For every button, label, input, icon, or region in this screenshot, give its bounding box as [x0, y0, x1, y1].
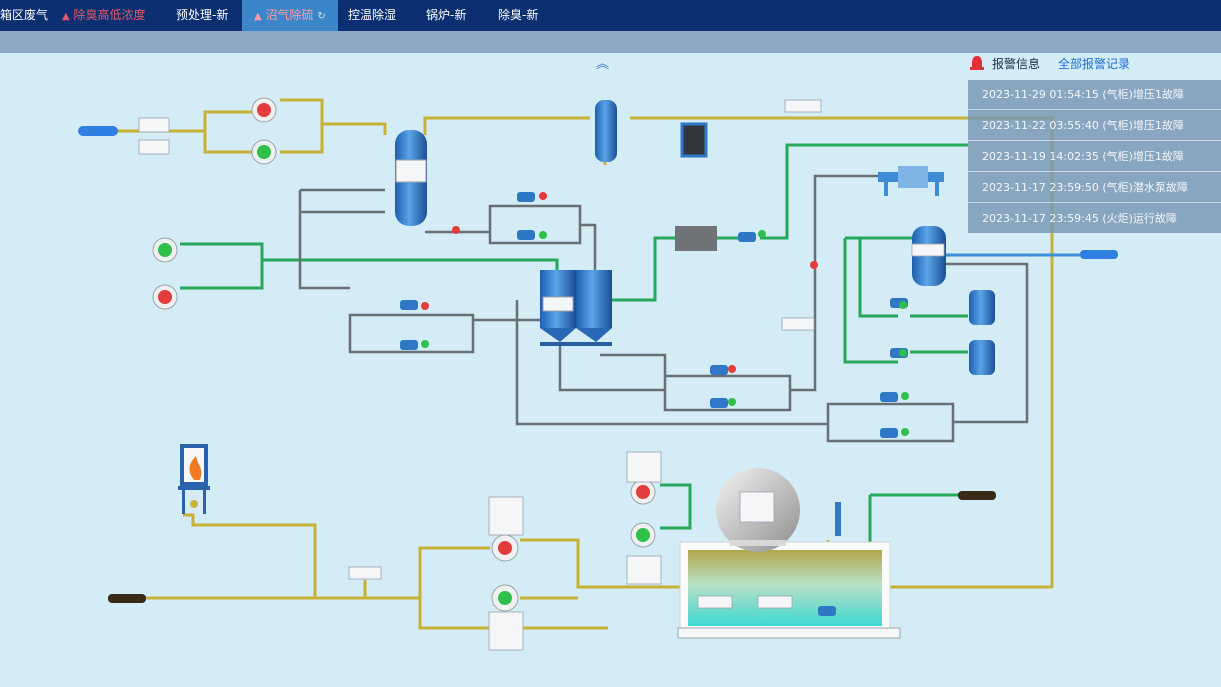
valve-indicator[interactable]	[810, 261, 818, 269]
booster-fan-1[interactable]	[491, 534, 519, 562]
all-alarm-records-link[interactable]: 全部报警记录	[1058, 57, 1131, 71]
alarm-list-panel: 2023-11-29 01:54:15 (气柜)增压1故障 2023-11-22…	[968, 80, 1221, 233]
alarm-flag-icon: ▲	[254, 11, 262, 22]
gas-fan-1[interactable]	[630, 479, 656, 505]
pump-group[interactable]	[400, 192, 908, 438]
tab-boiler[interactable]: 锅炉-新	[426, 8, 467, 22]
valve-indicator[interactable]	[452, 226, 460, 234]
tab-temperature-control[interactable]: 控温除湿	[348, 8, 397, 22]
refresh-icon[interactable]: ↻	[317, 11, 326, 22]
value-display	[395, 159, 427, 183]
boiler-tag	[108, 594, 146, 603]
alarm-bell-icon[interactable]	[968, 54, 986, 75]
alarm-record[interactable]: 2023-11-17 23:59:45 (火炬)运行故障	[982, 212, 1177, 225]
inlet-tag	[78, 126, 118, 136]
storage-tank-small-1[interactable]	[969, 290, 995, 325]
vent-pipe[interactable]	[835, 502, 841, 536]
tab-pretreatment[interactable]: 预处理-新	[176, 8, 229, 22]
air-fan-1[interactable]	[152, 237, 178, 263]
pump-status-lights	[421, 192, 909, 436]
outlet-tag	[1080, 250, 1118, 259]
heat-exchanger[interactable]	[680, 122, 708, 158]
booster-fan-2[interactable]	[491, 584, 519, 612]
submersible-pump[interactable]	[818, 606, 836, 616]
gas-holder-sphere[interactable]	[677, 468, 901, 639]
tab-deodor-concentration[interactable]: ▲ 除臭高低浓度	[62, 0, 146, 31]
tab-label: 沼气除硫	[265, 8, 314, 22]
alarm-record[interactable]: 2023-11-17 23:59:50 (气柜)潜水泵故障	[968, 173, 1221, 203]
top-nav-bar: 箱区废气 ▲ 除臭高低浓度 预处理-新 ▲ 沼气除硫 ↻ 控温除湿 锅炉-新 除…	[0, 0, 1221, 31]
alarm-flag-icon: ▲	[62, 11, 70, 22]
blower-fan-1[interactable]	[251, 97, 277, 123]
sub-toolbar	[0, 31, 1221, 53]
buffer-tank[interactable]	[675, 226, 717, 251]
alarm-record[interactable]: 2023-11-29 01:54:15 (气柜)增压1故障	[968, 80, 1221, 110]
tab-box-area-gas[interactable]: 箱区废气	[0, 8, 49, 22]
air-fan-2[interactable]	[152, 284, 178, 310]
alarm-record[interactable]: 2023-11-22 03:55:40 (气柜)增压1故障	[968, 111, 1221, 141]
tab-deodor-new[interactable]: 除臭-新	[498, 8, 539, 22]
alarm-title: 报警信息	[992, 57, 1041, 71]
filter-press[interactable]	[878, 166, 944, 196]
drain-pipeline	[298, 174, 1080, 443]
plant-water-tag	[958, 491, 996, 500]
tab-biogas-desulfurization[interactable]: ▲ 沼气除硫 ↻	[242, 0, 338, 31]
flare-stack[interactable]	[178, 444, 210, 514]
alarm-record[interactable]: 2023-11-19 14:02:35 (气柜)增压1故障	[968, 142, 1221, 172]
gas-water-separator[interactable]	[595, 100, 617, 162]
blower-fan-2[interactable]	[251, 139, 277, 165]
gas-fan-2[interactable]	[630, 522, 656, 548]
storage-tank-small-2[interactable]	[969, 340, 995, 375]
twin-silo-tanks[interactable]	[540, 270, 612, 346]
tab-label: 除臭高低浓度	[73, 8, 146, 22]
instrument-panels	[138, 99, 945, 651]
double-chevron-up-icon[interactable]: ︽	[596, 57, 610, 72]
